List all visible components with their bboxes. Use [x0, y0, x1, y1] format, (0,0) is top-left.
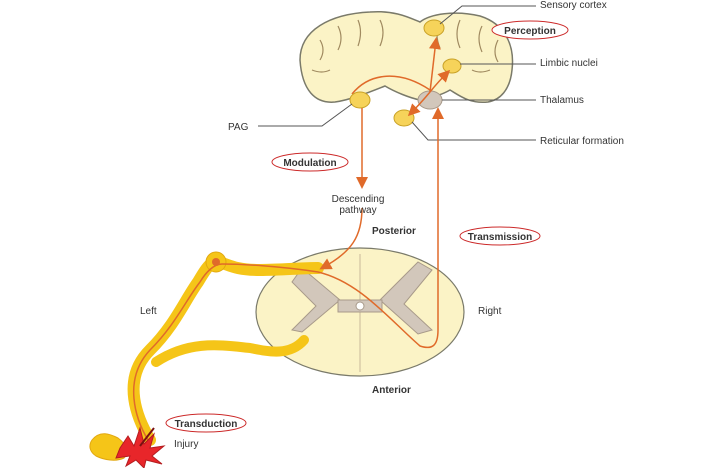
pag-label: PAG: [228, 122, 249, 133]
descending-pathway: [319, 108, 368, 270]
injury-burst-icon: [115, 426, 166, 468]
transmission-label: Transmission: [468, 232, 532, 243]
limbic-arc: [351, 75, 431, 95]
modulation-label: Modulation: [283, 158, 336, 169]
brain-section: [299, 10, 514, 104]
limbic-nuclei-label: Limbic nuclei: [540, 58, 598, 69]
ventral-root: [151, 335, 309, 367]
right-label: Right: [478, 306, 502, 317]
leader-lines: [258, 5, 536, 141]
injury-pin: [139, 427, 155, 447]
transmission-tag: [459, 226, 541, 246]
sensory-cortex-node: [423, 19, 445, 37]
posterior-label: Posterior: [372, 226, 416, 237]
modulation-tag: [271, 152, 349, 172]
descending-label-line1: Descending: [332, 194, 385, 205]
pag-node: [349, 91, 371, 109]
spinal-cord: [255, 247, 465, 377]
anterior-label: Anterior: [372, 385, 411, 396]
left-label: Left: [140, 306, 157, 317]
perception-tag: [491, 20, 569, 40]
central-canal: [355, 301, 365, 311]
thalamus-node: [417, 90, 443, 110]
thalamus-label: Thalamus: [540, 95, 584, 106]
perception-label: Perception: [504, 26, 556, 37]
ascending-pathways: [407, 37, 451, 117]
descending-label-line2: pathway: [339, 205, 376, 216]
injury-site: [89, 426, 166, 468]
reticular-formation-label: Reticular formation: [540, 136, 624, 147]
transduction-label: Transduction: [175, 419, 238, 430]
injury-label: Injury: [174, 439, 198, 450]
sensory-cortex-label: Sensory cortex: [540, 0, 607, 11]
brain-outline: [299, 10, 514, 104]
limbic-nuclei-node: [442, 58, 462, 74]
transmission-pathway: [132, 107, 444, 441]
transduction-tag: [165, 413, 247, 433]
